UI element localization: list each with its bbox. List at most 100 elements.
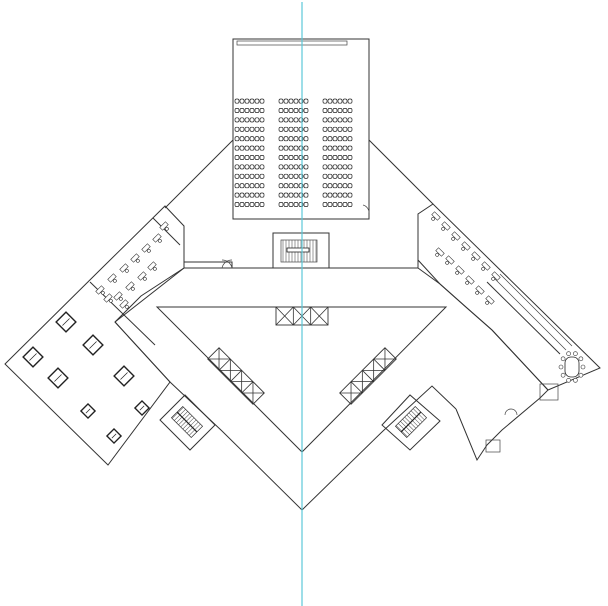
desk: [451, 231, 461, 241]
meeting-chair: [573, 351, 578, 356]
auditorium-seat: [288, 145, 294, 151]
auditorium-seat: [322, 136, 328, 142]
brace: [373, 359, 375, 382]
office-desk: [435, 247, 445, 257]
auditorium-seat: [249, 183, 255, 189]
auditorium-seat: [332, 164, 338, 170]
auditorium-seat: [332, 108, 338, 113]
chair: [431, 216, 436, 221]
office-desk: [113, 291, 123, 301]
auditorium-seat: [234, 192, 240, 198]
auditorium-seat: [342, 108, 348, 113]
chair: [465, 280, 470, 285]
right-wing: [417, 203, 601, 453]
auditorium-seat: [239, 108, 245, 113]
chair: [441, 226, 446, 231]
auditorium-seat: [239, 117, 245, 123]
left-wing-rooms: [22, 311, 151, 445]
office-desk: [485, 295, 495, 305]
auditorium-seat: [347, 164, 353, 170]
auditorium-seat: [293, 164, 299, 170]
chair: [146, 248, 151, 253]
office-desk: [137, 271, 147, 281]
auditorium-seat: [347, 117, 353, 123]
auditorium-seat: [322, 108, 328, 113]
auditorium-seat: [327, 98, 333, 104]
auditorium-seat: [254, 164, 260, 170]
auditorium-seat: [278, 136, 284, 142]
auditorium-seat: [337, 108, 343, 113]
auditorium-seat: [244, 173, 250, 179]
auditorium-seat: [283, 202, 289, 207]
auditorium-seat: [244, 202, 250, 207]
auditorium-seat: [303, 108, 309, 113]
auditorium-seat: [303, 155, 309, 160]
desk: [137, 271, 147, 281]
desk: [491, 271, 501, 281]
auditorium-seat: [342, 117, 348, 123]
auditorium-seat: [322, 98, 328, 104]
auditorium-seat: [283, 192, 289, 198]
auditorium-seat: [337, 202, 343, 207]
stair-core-left: [159, 394, 216, 451]
auditorium-seat: [249, 126, 255, 132]
brace: [230, 381, 253, 383]
room-mark: [120, 372, 128, 380]
auditorium-seat: [239, 164, 245, 170]
auditorium-seat: [342, 173, 348, 179]
auditorium-seat: [322, 183, 328, 189]
auditorium-seat: [244, 183, 250, 189]
office-desk: [471, 251, 481, 261]
auditorium-seat: [342, 126, 348, 132]
chair: [100, 290, 105, 295]
structural-bracing: [207, 306, 397, 405]
desk: [435, 247, 445, 257]
auditorium-seat: [244, 164, 250, 170]
auditorium-seat: [234, 136, 240, 142]
auditorium-seat: [332, 202, 338, 207]
auditorium-seat: [332, 155, 338, 160]
auditorium-seat: [293, 145, 299, 151]
auditorium-seat: [337, 173, 343, 179]
brace: [310, 306, 329, 326]
desk: [431, 211, 441, 221]
stair-flight: [170, 405, 204, 439]
auditorium-seat: [332, 145, 338, 151]
auditorium-seat: [254, 145, 260, 151]
room-mark: [29, 353, 37, 361]
auditorium-seat: [337, 155, 343, 160]
auditorium-seat: [239, 155, 245, 160]
desk: [125, 281, 135, 291]
auditorium-seat: [239, 126, 245, 132]
auditorium-seat: [322, 173, 328, 179]
chair: [164, 226, 169, 231]
auditorium-seat: [332, 173, 338, 179]
auditorium-seat: [347, 136, 353, 142]
auditorium-seat: [259, 145, 265, 151]
auditorium-seat: [322, 155, 328, 160]
auditorium-seat: [303, 164, 309, 170]
auditorium-seat: [239, 202, 245, 207]
office-desk: [481, 261, 491, 271]
meeting-chair: [573, 378, 578, 383]
desk: [107, 273, 117, 283]
desk: [147, 261, 157, 271]
auditorium-seat: [249, 164, 255, 170]
auditorium-seat: [347, 98, 353, 104]
auditorium-seat: [322, 192, 328, 198]
auditorium-seat: [278, 145, 284, 151]
chair: [435, 252, 440, 257]
auditorium-seat: [288, 126, 294, 132]
desk: [475, 285, 485, 295]
chair: [485, 300, 490, 305]
auditorium-seat: [342, 202, 348, 207]
auditorium-seat: [347, 126, 353, 132]
auditorium-seat: [249, 117, 255, 123]
desk: [441, 221, 451, 231]
auditorium-seat: [259, 173, 265, 179]
auditorium-seat: [283, 173, 289, 179]
meeting-chair: [578, 356, 584, 362]
auditorium-seat: [234, 108, 240, 113]
office-desk: [451, 231, 461, 241]
auditorium-seat: [234, 155, 240, 160]
